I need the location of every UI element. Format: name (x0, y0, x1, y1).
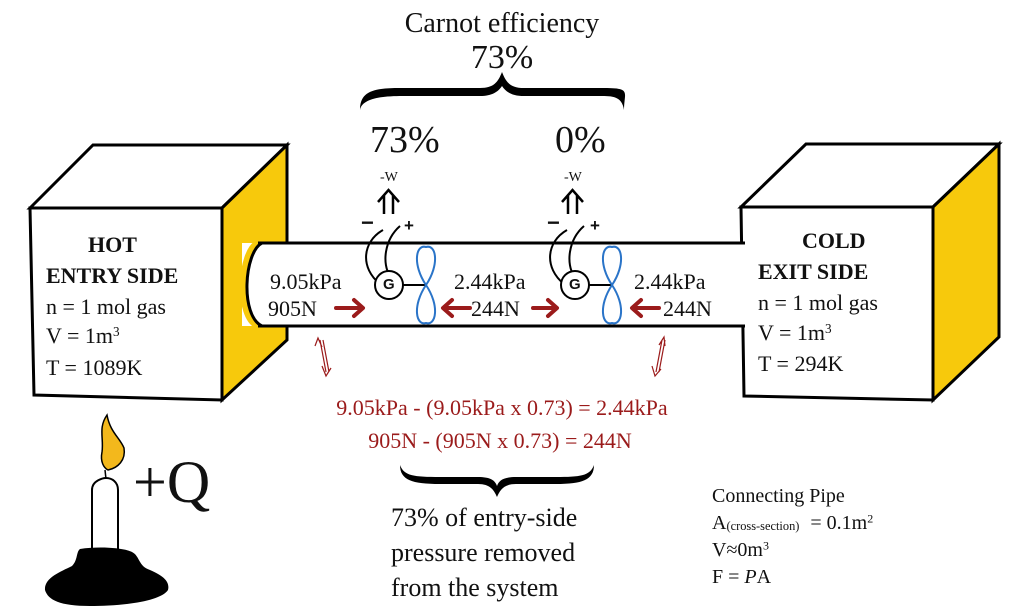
cold-box-volume-value: V = 1m (758, 320, 826, 345)
stage-2-turbine (549, 188, 622, 325)
wire-negative (365, 229, 384, 285)
area-value: = 0.1m (805, 512, 868, 534)
cold-box-volume-exponent: 3 (825, 320, 832, 336)
force-formula-prefix: F = (712, 566, 745, 588)
hot-box-volume: V = 1m3 (46, 325, 120, 347)
stage-1-turbine (365, 188, 436, 325)
segment-1-force: 905N (268, 296, 317, 321)
equivalence-arrows (314, 335, 666, 378)
stage-2-work-label: -W (564, 170, 582, 185)
hot-box-volume-exponent: 3 (113, 323, 120, 339)
stage-1-minus-terminal: − (361, 210, 374, 235)
force-equation: 905N - (905N x 0.73) = 244N (368, 428, 632, 453)
work-arrow-icon (561, 188, 584, 214)
arrow-left-icon (630, 298, 661, 318)
stage-2-minus-terminal: − (547, 210, 560, 235)
force-arrows (334, 298, 661, 318)
segment-3-force: 244N (663, 296, 712, 321)
cold-box-moles: n = 1 mol gas (758, 290, 878, 315)
area-exponent: 2 (867, 511, 874, 526)
hot-box-heading: HOT (88, 232, 137, 257)
hot-box-subheading: ENTRY SIDE (46, 263, 179, 288)
flame-icon (100, 413, 126, 471)
hot-box-volume-value: V = 1m (46, 323, 114, 348)
force-formula-pressure: P (744, 566, 757, 588)
heat-input-label: +Q (133, 449, 211, 515)
segment-2-pressure: 2.44kPa (454, 269, 526, 294)
title-carnot-efficiency: Carnot efficiency (404, 8, 600, 39)
cold-box-heading: COLD (802, 228, 866, 253)
cold-box-volume: V = 1m3 (758, 322, 832, 344)
volume-value: V≈0m (712, 539, 763, 561)
removed-note-line-3: from the system (391, 573, 559, 602)
segment-3-pressure: 2.44kPa (634, 269, 706, 294)
stage-2-plus-terminal: + (590, 216, 600, 235)
cold-box-temperature: T = 294K (758, 351, 844, 376)
hot-box-front (28, 206, 224, 402)
hot-box (26, 141, 291, 404)
double-arrow-icon (651, 335, 666, 378)
hot-box-moles: n = 1 mol gas (46, 294, 166, 319)
pressure-equation: 9.05kPa - (9.05kPa x 0.73) = 2.44kPa (336, 395, 668, 420)
volume-exponent: 3 (762, 538, 769, 553)
arrow-right-icon (334, 298, 365, 318)
removed-note-line-2: pressure removed (391, 538, 576, 567)
connecting-pipe-area: A(cross-section) = 0.1m2 (712, 511, 874, 534)
stage-1-plus-terminal: + (404, 216, 414, 235)
connecting-pipe-force-formula: F = PA (712, 567, 771, 587)
connecting-pipe-title: Connecting Pipe (712, 485, 845, 507)
stage-2-efficiency: 0% (555, 119, 606, 161)
top-brace (360, 72, 626, 110)
connecting-pipe (239, 240, 745, 329)
cold-box-subheading: EXIT SIDE (758, 259, 869, 284)
segment-2-force: 244N (471, 296, 520, 321)
bottom-brace (400, 465, 594, 497)
candle-icon (44, 413, 169, 606)
work-arrow-icon (377, 188, 400, 214)
arrow-left-icon (441, 298, 472, 318)
propeller-icon (416, 245, 436, 325)
removed-note-line-1: 73% of entry-side (391, 503, 578, 532)
stage-1-work-label: -W (380, 170, 398, 185)
stage-1-generator-label: G (383, 276, 395, 293)
propeller-icon (602, 245, 622, 325)
area-subscript: (cross-section) (726, 519, 800, 534)
pipe-opening (239, 240, 260, 329)
cold-box-front (739, 205, 935, 402)
candle-body (91, 476, 119, 549)
segment-1-pressure: 9.05kPa (270, 269, 342, 294)
double-arrow-icon (314, 336, 332, 378)
wire-negative (549, 229, 568, 285)
force-formula-area: A (756, 566, 772, 588)
stage-2-generator-label: G (569, 276, 581, 293)
area-symbol: A (712, 512, 727, 534)
cold-box (737, 140, 1003, 404)
connecting-pipe-volume: V≈0m3 (712, 538, 769, 561)
hot-box-temperature: T = 1089K (46, 355, 143, 380)
arrow-right-icon (531, 298, 559, 318)
stage-1-efficiency: 73% (370, 119, 440, 161)
title-efficiency-value: 73% (470, 39, 534, 76)
candle-holder (44, 547, 169, 606)
